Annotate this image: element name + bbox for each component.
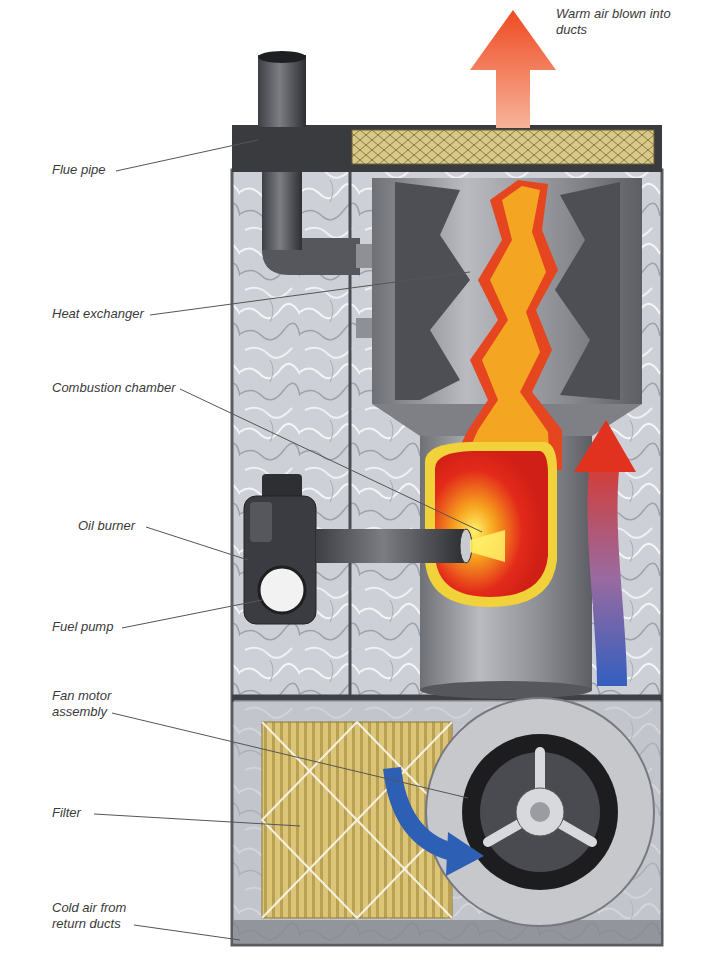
flue-collar <box>356 244 374 268</box>
hot-gases <box>460 186 550 470</box>
arrow-head <box>574 420 636 472</box>
cutaway-edge <box>395 182 470 400</box>
part-label: Heat exchanger <box>52 306 144 322</box>
part-label: Cold air from return ducts <box>52 900 148 932</box>
flame-outline <box>448 180 562 470</box>
leader-line <box>134 925 240 940</box>
part-label: Fan motor assembly <box>52 688 124 720</box>
supply-grille <box>352 130 654 164</box>
flue-opening <box>258 51 306 63</box>
fuel-pump <box>259 567 305 613</box>
motor-mount <box>488 752 592 842</box>
blower-wheel <box>480 752 600 872</box>
cabinet-base <box>234 920 660 944</box>
exchanger-bracket <box>356 318 374 338</box>
oil-spray <box>470 530 505 562</box>
leader-line <box>94 814 300 826</box>
part-label: Oil burner <box>78 518 135 534</box>
leader-line <box>146 527 248 560</box>
cabinet-body <box>232 170 662 945</box>
leader-line <box>122 600 262 628</box>
leader-line <box>150 272 470 315</box>
air-flow-arrow <box>603 470 612 686</box>
part-label: Flue pipe <box>52 162 105 178</box>
blower-intake <box>462 734 618 890</box>
flue-pipe <box>258 55 306 127</box>
cutaway-edge <box>555 182 620 400</box>
part-label: Filter <box>52 805 81 821</box>
cold-air-arrow <box>392 768 452 852</box>
burner-housing <box>250 502 272 542</box>
filter-mesh <box>262 722 452 918</box>
part-label: Combustion chamber <box>52 380 176 396</box>
motor-hub <box>530 802 550 822</box>
warm-air-arrow <box>470 10 556 128</box>
flue-pipe <box>262 172 302 250</box>
leader-line <box>116 140 258 171</box>
cabinet-top <box>232 125 662 172</box>
part-label: Fuel pump <box>52 619 113 635</box>
leader-line <box>112 713 468 798</box>
combustion-chamber <box>435 451 548 597</box>
leader-line <box>180 389 482 532</box>
air-filter <box>262 722 452 918</box>
fan-motor <box>516 788 564 836</box>
blower-housing <box>426 698 654 926</box>
arrow-head <box>446 832 484 876</box>
oil-burner <box>244 496 316 624</box>
firebox-base <box>420 681 592 699</box>
part-label: Warm air blown into ducts <box>556 6 674 38</box>
flue-elbow <box>262 238 360 275</box>
burner-tube <box>316 529 464 563</box>
combustion-chamber-liner <box>425 442 557 607</box>
